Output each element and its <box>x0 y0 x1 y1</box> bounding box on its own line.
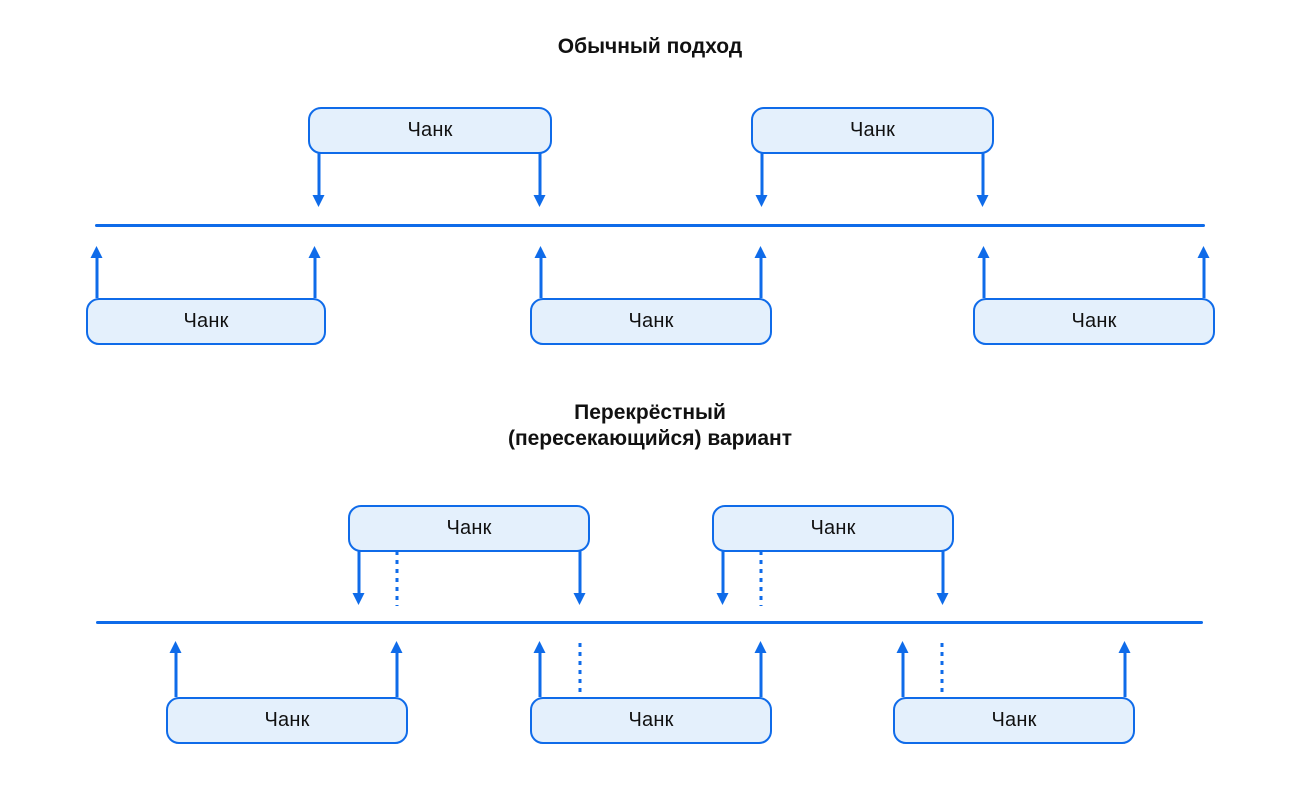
chunk-label: Чанк <box>446 517 492 539</box>
chunk-box: Чанк <box>712 505 954 552</box>
overlap-boundary-dotted-line <box>578 643 582 697</box>
up-arrow <box>390 641 403 697</box>
chunk-label: Чанк <box>183 310 229 332</box>
chunk-box: Чанк <box>86 298 326 345</box>
up-arrow <box>90 246 103 298</box>
chunk-box: Чанк <box>166 697 408 744</box>
chunk-label: Чанк <box>264 709 310 731</box>
chunk-label: Чанк <box>810 517 856 539</box>
up-arrow <box>1197 246 1210 298</box>
chunk-label: Чанк <box>407 119 453 141</box>
chunk-box: Чанк <box>973 298 1215 345</box>
down-arrow <box>352 551 365 605</box>
chunk-label: Чанк <box>628 709 674 731</box>
chunk-label: Чанк <box>1071 310 1117 332</box>
down-arrow <box>533 153 546 207</box>
down-arrow <box>936 551 949 605</box>
up-arrow <box>754 246 767 298</box>
up-arrow <box>169 641 182 697</box>
text-sequence-line <box>95 224 1205 227</box>
overlap-boundary-dotted-line <box>759 551 763 606</box>
text-sequence-line <box>96 621 1203 624</box>
down-arrow <box>716 551 729 605</box>
up-arrow <box>1118 641 1131 697</box>
up-arrow <box>896 641 909 697</box>
down-arrow <box>755 153 768 207</box>
chunk-box: Чанк <box>530 298 772 345</box>
chunk-label: Чанк <box>849 119 896 141</box>
up-arrow <box>308 246 321 298</box>
chunk-box: Чанк <box>530 697 772 744</box>
down-arrow <box>573 551 586 605</box>
overlap-boundary-dotted-line <box>395 551 399 606</box>
overlap-boundary-dotted-line <box>940 643 944 697</box>
up-arrow <box>534 246 547 298</box>
up-arrow <box>533 641 546 697</box>
chunk-box: Чанк <box>348 505 590 552</box>
chunk-label: Чанк <box>991 709 1037 731</box>
chunk-label: Чанк <box>628 310 674 332</box>
down-arrow <box>976 153 989 207</box>
chunk-box: Чанк <box>751 107 994 154</box>
section2-title: Перекрёстный (пересекающийся) вариант <box>507 401 793 450</box>
section1-title: Обычный подход <box>557 35 743 58</box>
up-arrow <box>977 246 990 298</box>
chunk-box: Чанк <box>308 107 552 154</box>
chunk-box: Чанк <box>893 697 1135 744</box>
up-arrow <box>754 641 767 697</box>
down-arrow <box>312 153 325 207</box>
